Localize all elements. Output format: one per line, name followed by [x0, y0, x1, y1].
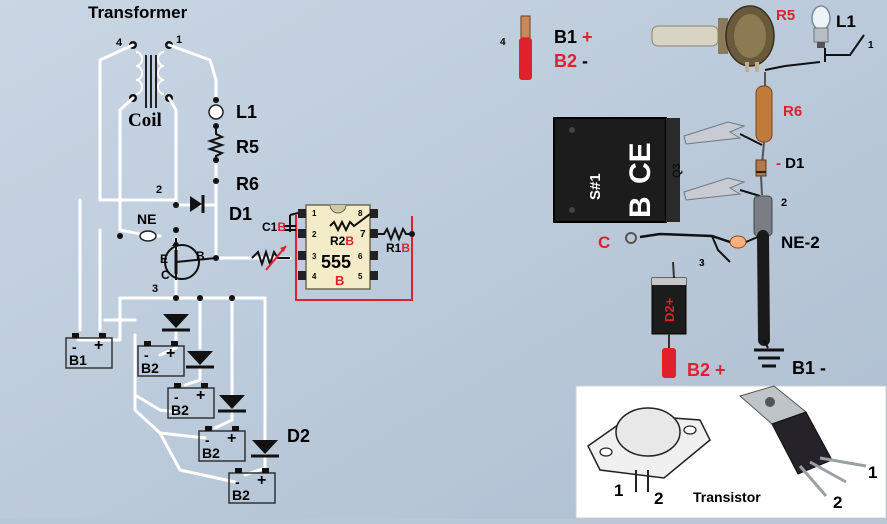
- red-lead-icon: [519, 15, 532, 80]
- svg-text:+: +: [166, 345, 175, 362]
- ic-555-label: 555: [321, 252, 351, 272]
- transistor-caption: Transistor: [693, 489, 761, 505]
- resistor-r6-icon: [755, 85, 773, 143]
- transformer-pin-4: 4: [116, 37, 123, 49]
- r2-label: R2B: [330, 234, 354, 248]
- svg-text:-: -: [174, 389, 179, 405]
- ic-pin-2: 2: [312, 230, 317, 239]
- c1-label: C1B: [262, 220, 286, 234]
- bulb-icon: [811, 5, 831, 48]
- right-pictorial: 4 B1 + B2 - R5 L1 1 R6: [500, 5, 887, 519]
- d2plus-label: D2+: [662, 297, 677, 322]
- svg-text:B2: B2: [171, 402, 189, 418]
- b1-label: B1: [69, 352, 87, 368]
- ic-pin-1: 1: [312, 209, 317, 218]
- to3-pin-1: 1: [614, 481, 623, 500]
- svg-text:-: -: [235, 474, 240, 490]
- left-wires: [76, 43, 292, 484]
- transformer-pin-1: 1: [176, 34, 182, 46]
- d1-label: D1: [229, 204, 252, 224]
- diode-d2-chain: [162, 314, 279, 458]
- d1-photo-label: - D1: [776, 155, 804, 172]
- transistor-symbol: [164, 238, 217, 280]
- ic-pin-4: 4: [312, 272, 317, 281]
- r6-photo-label: R6: [783, 103, 802, 120]
- transistor-reference-box: 1 2 Transistor 1 2: [575, 385, 887, 519]
- collector-label: C: [161, 268, 170, 282]
- svg-text:B2: B2: [202, 445, 220, 461]
- potentiometer-icon: [651, 5, 775, 72]
- l1-label: L1: [236, 102, 257, 122]
- svg-text:B2: B2: [141, 360, 159, 376]
- to220-pin-2: 2: [833, 493, 842, 512]
- b2-minus-label: B2 -: [554, 51, 588, 71]
- emitter-label: E: [160, 252, 168, 266]
- ic-pin-8: 8: [358, 209, 363, 218]
- resistor-r5-icon: [206, 128, 226, 160]
- node-2-photo-label: 2: [781, 197, 787, 209]
- neon-lamp-photo-icon: [729, 235, 747, 249]
- ic-pin-6: 6: [358, 252, 363, 261]
- svg-text:+: +: [94, 337, 103, 354]
- r1-label: R1B: [386, 241, 410, 255]
- node-3-photo-label: 3: [699, 258, 705, 269]
- to3-pin-2: 2: [654, 489, 663, 508]
- b1-plus-label: B1 +: [554, 27, 593, 47]
- b1-minus-photo-label: B1 -: [792, 358, 826, 378]
- ne-label: NE: [137, 211, 156, 227]
- diode-d1-icon: [190, 195, 205, 213]
- svg-text:+: +: [196, 387, 205, 404]
- svg-text:+: +: [227, 430, 236, 447]
- battery-b2-3: - + B2: [198, 426, 246, 462]
- r5-photo-label: R5: [776, 7, 795, 24]
- d2-label: D2: [287, 426, 310, 446]
- ic-pin-3: 3: [312, 252, 317, 261]
- to220-package-icon: [738, 385, 867, 497]
- diode-d1-photo-icon: [755, 159, 767, 177]
- diode-d2-photo-icon: [651, 261, 687, 378]
- coil-label: Coil: [128, 110, 162, 131]
- s1-label: S#1: [587, 173, 604, 200]
- b-terminal-label: B: [624, 196, 657, 218]
- transformer-symbol: [129, 41, 173, 108]
- alligator-clip-top-icon: [683, 121, 763, 146]
- ic-555-sub: B: [335, 273, 344, 288]
- ne2-label: NE-2: [781, 233, 820, 252]
- svg-text:-: -: [205, 432, 210, 448]
- b2-plus-photo-label: B2 +: [687, 360, 726, 380]
- alligator-clip-bottom-icon: [683, 177, 761, 201]
- transformer-title: Transformer: [88, 3, 188, 22]
- battery-b1: - + B1: [65, 333, 113, 369]
- svg-text:-: -: [144, 347, 149, 363]
- lead-pin-4: 4: [500, 37, 506, 48]
- ic-pin-7: 7: [360, 229, 366, 240]
- battery-b2-1: - + B2: [137, 341, 185, 377]
- r6-label: R6: [236, 174, 259, 194]
- left-schematic: Transformer 4 1 Coil: [65, 3, 415, 504]
- l1-photo-label: L1: [836, 12, 856, 31]
- svg-text:-: -: [72, 339, 77, 355]
- q3-label: Q3: [671, 163, 683, 178]
- to3-package-icon: [587, 407, 711, 492]
- ic-pin-5: 5: [358, 272, 363, 281]
- ic-555: [284, 204, 415, 301]
- node-3-label: 3: [152, 283, 158, 295]
- svg-text:+: +: [257, 472, 266, 489]
- to220-pin-1: 1: [868, 463, 877, 482]
- ce-terminal-label: CE: [624, 142, 657, 184]
- node-2-label: 2: [156, 184, 162, 196]
- ground-icon: [754, 348, 784, 368]
- base-label: B: [196, 249, 205, 263]
- lamp-icon: [208, 104, 224, 120]
- battery-b2-4: - + B2: [228, 468, 276, 504]
- l1-pin-1: 1: [868, 40, 874, 51]
- power-transistor-icon: [553, 117, 680, 223]
- neon-lamp-icon: [139, 230, 157, 242]
- svg-text:B2: B2: [232, 487, 250, 503]
- c-lead-label: C: [598, 233, 610, 252]
- battery-b2-2: - + B2: [167, 383, 215, 419]
- r5-label: R5: [236, 137, 259, 157]
